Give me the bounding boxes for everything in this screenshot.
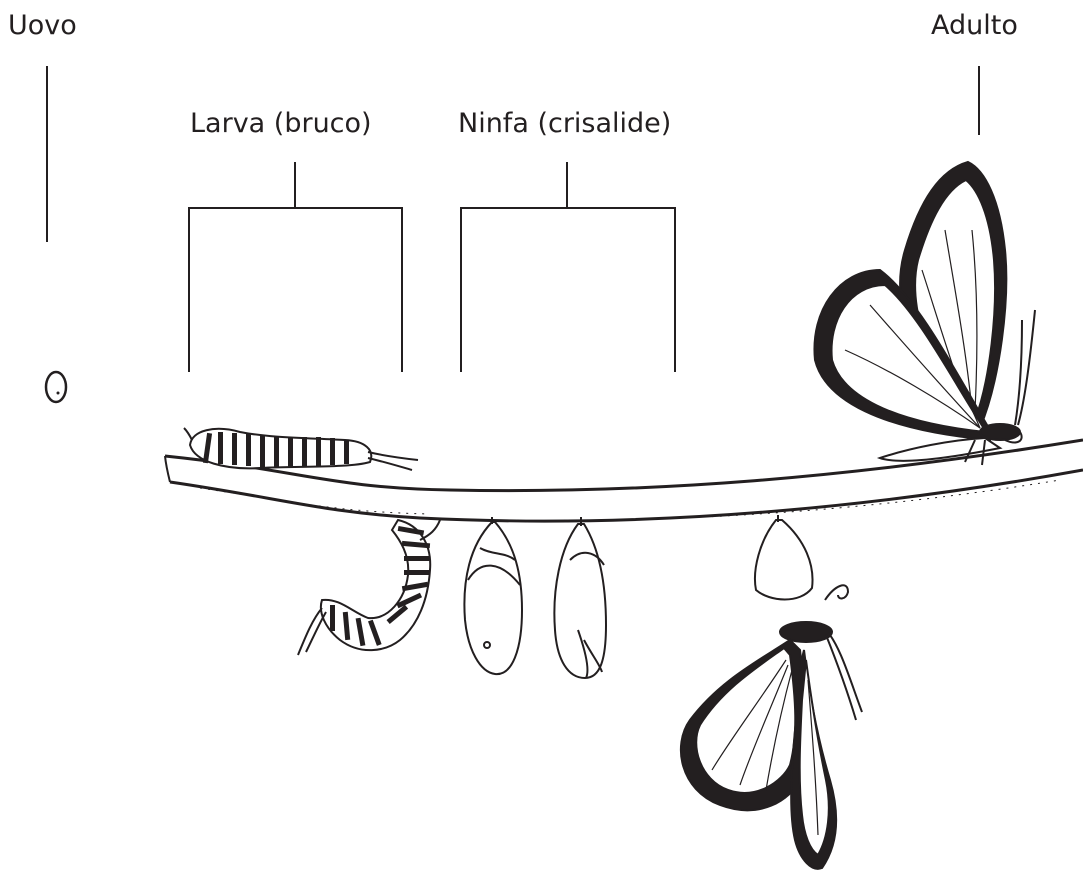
- caterpillar-icon: [184, 428, 418, 470]
- chrysalis-icon: [464, 517, 522, 674]
- emerging-butterfly-icon: [681, 515, 862, 869]
- pupa-bracket: [461, 162, 675, 372]
- larva-bracket: [189, 162, 402, 372]
- egg-icon: [46, 372, 66, 402]
- adult-butterfly-icon: [814, 162, 1035, 465]
- hanging-caterpillar-icon: [298, 520, 440, 655]
- emerging-chrysalis-icon: [554, 517, 606, 678]
